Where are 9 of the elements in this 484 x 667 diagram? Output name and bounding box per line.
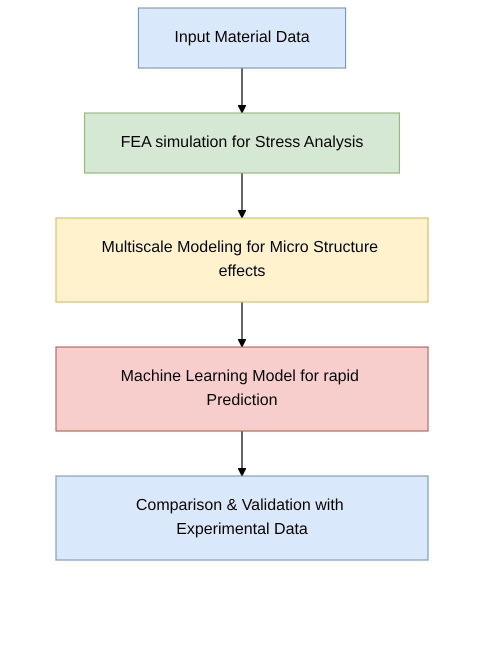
node-box: Machine Learning Model for rapid Prediction — [56, 346, 428, 432]
arrow — [238, 302, 246, 348]
arrow — [238, 68, 246, 114]
node-box: Multiscale Modeling for Micro Structure effects — [56, 218, 428, 302]
node-box: Comparison & Validation with Experimental Data — [56, 476, 428, 560]
arrow — [238, 173, 246, 218]
node-box: Input Material Data — [138, 8, 346, 68]
arrow — [238, 431, 246, 476]
node-box: FEA simulation for Stress Analysis — [84, 112, 400, 174]
